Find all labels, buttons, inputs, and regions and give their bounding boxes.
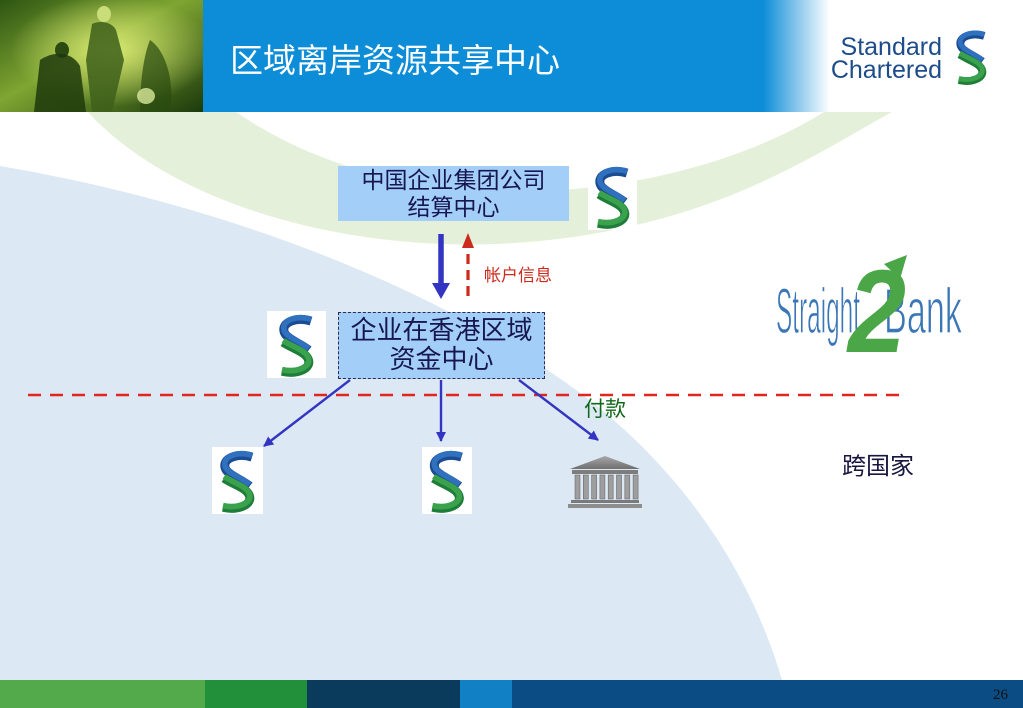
account-info-label: 帐户信息 xyxy=(484,266,552,285)
header-brand-logo xyxy=(950,27,993,86)
sc-logo-icon xyxy=(422,447,472,514)
hk-treasury-center-line2: 资金中心 xyxy=(389,344,494,374)
header-band xyxy=(203,0,830,112)
footer-segment xyxy=(512,680,1023,708)
slide-title: 区域离岸资源共享中心 xyxy=(230,42,560,79)
page-number: 26 xyxy=(993,687,1008,703)
brand-wordmark-line1: Standard xyxy=(840,33,942,61)
hk-bank-badge xyxy=(267,311,326,378)
destination-bank-badge-center xyxy=(422,447,472,514)
hk-treasury-center-box: 企业在香港区域 资金中心 xyxy=(338,312,545,379)
bg-blue-swoosh xyxy=(0,166,782,680)
sc-logo-icon xyxy=(588,163,637,230)
s2b-word-straight: Straight xyxy=(776,275,860,347)
payment-label: 付款 xyxy=(584,398,626,421)
settlement-center-line1: 中国企业集团公司 xyxy=(361,167,546,193)
sc-logo-icon xyxy=(212,447,263,514)
s2b-word-bank: Bank xyxy=(884,275,963,347)
footer-bar xyxy=(0,680,1023,708)
s2b-arrow-tip xyxy=(884,255,907,279)
settlement-bank-badge xyxy=(588,163,637,230)
hk-treasury-center-line1: 企业在香港区域 xyxy=(350,315,533,345)
bg-green-swoosh xyxy=(88,112,892,245)
footer-segment xyxy=(307,680,460,708)
settlement-center-box: 中国企业集团公司 结算中心 xyxy=(338,166,569,221)
straight2bank-logo: Straight Bank 2 xyxy=(775,250,963,365)
sc-logo-icon xyxy=(950,27,993,86)
bank-building-icon xyxy=(568,456,642,508)
background-swooshes xyxy=(0,112,892,680)
destination-bank-badge-left xyxy=(212,447,263,514)
sc-logo-icon xyxy=(267,311,326,378)
cross-border-label: 跨国家 xyxy=(842,454,914,480)
settlement-center-line2: 结算中心 xyxy=(407,194,500,220)
footer-segment xyxy=(205,680,307,708)
footer-segment xyxy=(0,680,205,708)
header-photo xyxy=(0,0,203,112)
brand-wordmark-line2: Chartered xyxy=(830,56,942,84)
footer-segment xyxy=(460,680,512,708)
